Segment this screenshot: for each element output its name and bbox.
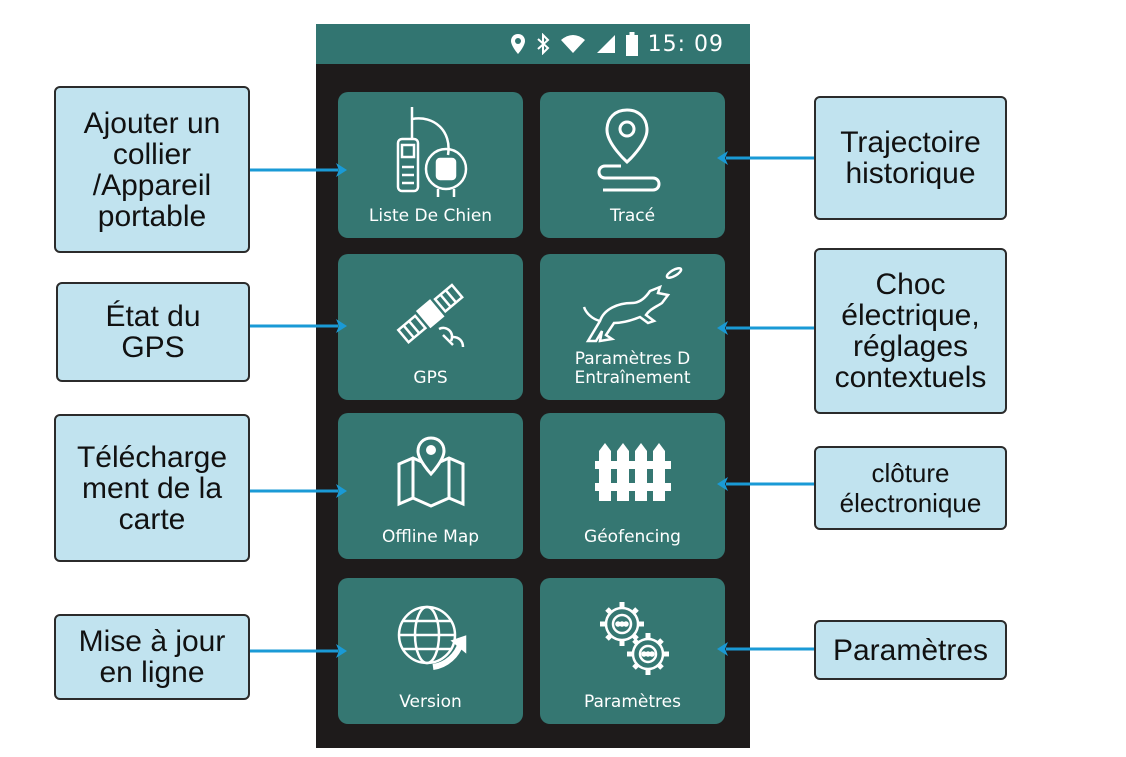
fence-icon (540, 427, 725, 517)
callout-map-download: Télécharge ment de la carte (54, 414, 250, 562)
phone-screen: 15: 09 Liste De Chien Tracé (316, 24, 750, 748)
tile-label: Paramètres (584, 692, 681, 712)
tile-track[interactable]: Tracé (540, 92, 725, 238)
track-pin-icon (540, 106, 725, 196)
battery-icon (625, 32, 638, 56)
callout-gps-status: État du GPS (56, 282, 250, 382)
dog-jumping-icon (540, 260, 725, 350)
tile-geofencing[interactable]: Géofencing (540, 413, 725, 559)
signal-icon (596, 34, 616, 54)
arrow-left-icon (716, 639, 814, 659)
arrow-left-icon (716, 474, 814, 494)
tile-label: GPS (413, 368, 448, 388)
tile-label: Tracé (609, 206, 656, 226)
arrow-right-icon (250, 316, 348, 336)
bluetooth-icon (536, 33, 550, 55)
callout-settings: Paramètres (814, 620, 1007, 680)
callout-add-collar: Ajouter un collier /Appareil portable (54, 86, 250, 253)
tile-dog-list[interactable]: Liste De Chien (338, 92, 523, 238)
satellite-icon (338, 268, 523, 358)
callout-history-track: Trajectoire historique (814, 96, 1007, 220)
tile-version[interactable]: Version (338, 578, 523, 724)
status-bar: 15: 09 (316, 24, 750, 64)
tile-settings[interactable]: Paramètres (540, 578, 725, 724)
map-pin-icon (338, 427, 523, 517)
tile-label: Offline Map (381, 527, 480, 547)
arrow-right-icon (250, 641, 348, 661)
tile-offline-map[interactable]: Offline Map (338, 413, 523, 559)
callout-shock-settings: Choc électrique, réglages contextuels (814, 248, 1007, 414)
tile-label: Paramètres D Entraînement (574, 349, 691, 388)
gears-icon (540, 592, 725, 682)
collar-device-icon (338, 106, 523, 197)
wifi-icon (560, 34, 586, 54)
tile-training-settings[interactable]: Paramètres D Entraînement (540, 254, 725, 400)
tile-label: Liste De Chien (368, 206, 493, 226)
arrow-right-icon (250, 160, 348, 180)
location-pin-icon (510, 33, 526, 55)
tile-label: Géofencing (584, 527, 681, 547)
arrow-right-icon (250, 481, 348, 501)
callout-online-update: Mise à jour en ligne (54, 614, 250, 700)
status-clock: 15: 09 (647, 31, 724, 57)
arrow-left-icon (716, 148, 814, 168)
callout-electronic-fence: clôture électronique (814, 446, 1007, 530)
arrow-left-icon (716, 318, 814, 338)
globe-update-icon (338, 592, 523, 682)
tile-gps[interactable]: GPS (338, 254, 523, 400)
tile-label: Version (399, 692, 462, 712)
